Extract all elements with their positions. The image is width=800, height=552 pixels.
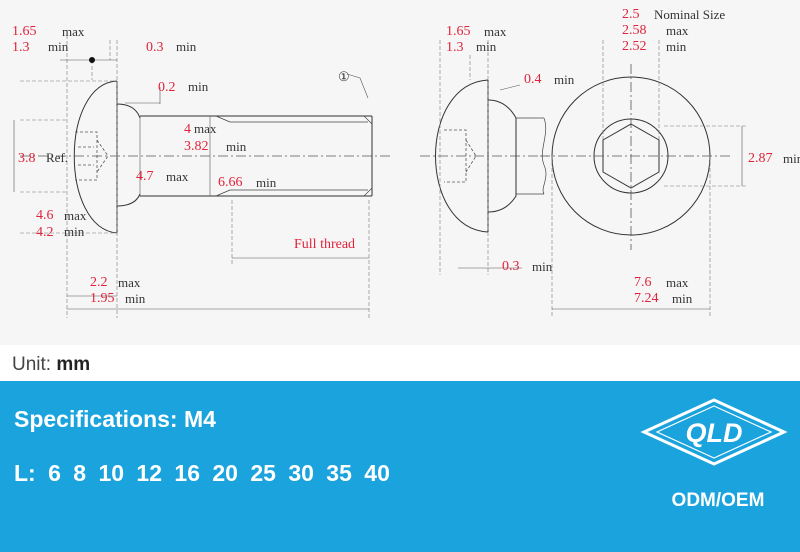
socket-depth: 2.87 [748, 151, 773, 166]
head-dia-max: 4.6 [36, 208, 54, 223]
socket-ref-label: Ref. [46, 150, 68, 165]
hex-max: 2.58 [622, 23, 647, 38]
front-view [540, 40, 748, 318]
underhead-dia-label: max [166, 169, 189, 184]
qld-logo: QLD [640, 398, 788, 466]
front-head-dia-max-label: max [666, 275, 689, 290]
side-head-height-min-label: min [48, 39, 69, 54]
side-view [13, 35, 392, 318]
head-dia-min-label: min [64, 224, 85, 239]
head-dia-min: 4.2 [36, 225, 54, 240]
brand-caption: ODM/OEM [671, 490, 765, 511]
side-head-height-max-label: max [62, 24, 85, 39]
shank-dia-max: 4 [184, 122, 191, 137]
side-fillet-gap-label: min [176, 39, 197, 54]
underhead-radius: 0.2 [158, 80, 176, 95]
full-thread-label: Full thread [294, 237, 355, 252]
end-head-height-min: 1.3 [446, 40, 464, 55]
underhead-dia: 4.7 [136, 169, 154, 184]
side-head-height-min: 1.3 [12, 40, 30, 55]
hex-nominal: 2.5 [622, 7, 640, 22]
thread-dia-label: min [256, 175, 277, 190]
end-fillet-radius-label: min [554, 72, 575, 87]
hex-nominal-label: Nominal Size [654, 7, 725, 22]
socket-ref: 3.8 [18, 151, 36, 166]
shank-dia-min-label: min [226, 139, 247, 154]
end-head-height-min-label: min [476, 39, 497, 54]
thread-dia: 6.66 [218, 175, 243, 190]
side-fillet-gap: 0.3 [146, 40, 164, 55]
end-head-height-max-label: max [484, 24, 507, 39]
hex-min: 2.52 [622, 39, 647, 54]
length-list: L: 6 8 10 12 16 20 25 30 35 40 [14, 460, 390, 486]
end-fillet-radius: 0.4 [524, 72, 542, 87]
end-view [420, 40, 548, 275]
head-length-max-label: max [118, 275, 141, 290]
specifications-title: Specifications: M4 [14, 406, 216, 432]
hex-min-label: min [666, 39, 687, 54]
head-length-min-label: min [125, 291, 146, 306]
callout-marker: ① [338, 69, 350, 84]
head-length-min: 1.95 [90, 291, 115, 306]
shank-dia-min: 3.82 [184, 139, 209, 154]
socket-depth-label: min [783, 151, 800, 166]
unit-label: Unit: [12, 354, 52, 375]
underhead-radius-label: min [188, 79, 209, 94]
end-gap-label: min [532, 259, 553, 274]
end-head-height-max: 1.65 [446, 24, 471, 39]
head-dia-max-label: max [64, 208, 87, 223]
hex-max-label: max [666, 23, 689, 38]
logo-text: QLD [686, 418, 743, 448]
technical-drawing: 1.65 max 1.3 min 0.3 min 0.2 min ① 4 max… [12, 7, 800, 318]
front-head-dia-max: 7.6 [634, 275, 652, 290]
side-head-height-max: 1.65 [12, 24, 37, 39]
end-gap: 0.3 [502, 259, 520, 274]
unit-value: mm [56, 354, 91, 375]
head-length-max: 2.2 [90, 275, 108, 290]
front-head-dia-min: 7.24 [634, 291, 659, 306]
spec-banner [0, 381, 800, 552]
unit-note: Unit: mm [12, 354, 90, 376]
shank-dia-max-label: max [194, 121, 217, 136]
front-head-dia-min-label: min [672, 291, 693, 306]
